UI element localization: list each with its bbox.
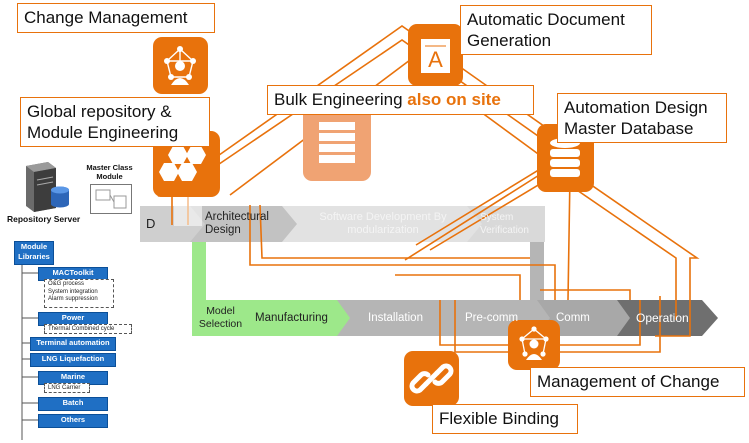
manufacturing-label: Manufacturing (255, 312, 328, 324)
bar-model-selection (192, 300, 258, 336)
power-sub-1: Thermal Combined cycle (48, 326, 115, 332)
library-terminal-automation[interactable]: Terminal automation (30, 337, 116, 351)
marine-sub-1: LNG Carrier (48, 385, 81, 391)
bulk-engineering-text: Bulk Engineering (274, 90, 408, 109)
document-a-icon: A (421, 39, 450, 73)
green-connector (192, 242, 206, 302)
grey-connector (530, 242, 544, 300)
auto-doc-text: Automatic Document Generation (467, 10, 625, 50)
global-repo-callout: Global repository & Module Engineering (20, 97, 210, 147)
automation-db-tile (537, 124, 594, 192)
chain-link-icon (409, 363, 454, 394)
flexible-binding-tile (404, 351, 459, 406)
change-management-text: Change Management (24, 8, 188, 27)
library-mactoolkit-sub: O&G process System integration Alarm sup… (44, 279, 114, 308)
bar-architectural (190, 206, 300, 242)
svg-text:A: A (428, 47, 443, 72)
system-verification-label: System Verification (480, 212, 529, 236)
automation-db-callout: Automation Design Master Database (557, 93, 727, 143)
mgmt-change-text: Management of Change (537, 372, 720, 391)
mactoolkit-sub-2: System integration (48, 288, 98, 295)
pre-comm-label: Pre-comm (465, 312, 519, 324)
library-power-sub: Thermal Combined cycle (44, 324, 132, 334)
d-label: D (146, 216, 156, 231)
global-repo-text: Global repository & Module Engineering (27, 102, 179, 142)
software-development-label: Software Development By modularization (319, 211, 447, 236)
auto-doc-callout: Automatic Document Generation (460, 5, 652, 55)
mgmt-change-callout: Management of Change (530, 367, 745, 397)
network-person-icon (164, 46, 196, 85)
hexagons-icon (159, 146, 206, 181)
flexible-binding-text: Flexible Binding (439, 409, 560, 428)
library-lng-liquefaction[interactable]: LNG Liquefaction (30, 353, 116, 367)
mgmt-change-tile (508, 320, 560, 370)
library-batch[interactable]: Batch (38, 397, 108, 411)
bar-installation (337, 300, 468, 336)
automation-db-text: Automation Design Master Database (564, 98, 708, 138)
module-libraries-root[interactable]: Module Libraries (14, 241, 54, 265)
operation-label: Operation (636, 311, 689, 325)
stacked-sheets-icon (319, 122, 355, 163)
bar-comm (537, 300, 633, 336)
master-class-module-label: Master Class Module (86, 163, 133, 181)
bar-operation (617, 300, 718, 336)
bulk-engineering-tile (303, 104, 371, 181)
bulk-engineering-callout: Bulk Engineering also on site (267, 85, 534, 115)
bar-verification (467, 206, 545, 242)
change-management-tile (153, 37, 208, 94)
auto-doc-tile: A (408, 24, 463, 86)
server-icon (26, 162, 69, 212)
change-management-callout: Change Management (17, 3, 215, 33)
mactoolkit-sub-1: O&G process (48, 281, 85, 287)
installation-label: Installation (368, 312, 423, 324)
module-diagram (90, 184, 132, 214)
library-marine-sub: LNG Carrier (44, 383, 90, 393)
bar-manufacturing (242, 300, 353, 336)
bulk-engineering-highlight: also on site (407, 90, 501, 109)
network-person-icon (519, 326, 549, 360)
comm-label: Comm (556, 312, 590, 324)
flexible-binding-callout: Flexible Binding (432, 404, 578, 434)
mactoolkit-sub-3: Alarm suppression (48, 296, 98, 302)
model-selection-label: Model Selection (198, 305, 243, 330)
architectural-design-label: Architectural Design (205, 211, 269, 236)
library-others[interactable]: Others (38, 414, 108, 428)
repository-server-label: Repository Server (7, 214, 81, 224)
